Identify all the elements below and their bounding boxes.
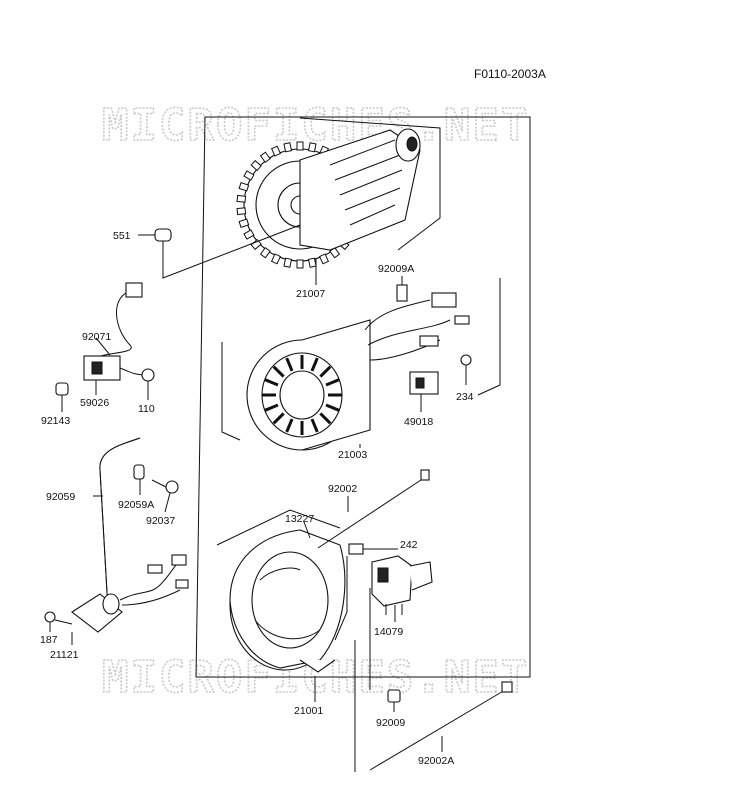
stator-slot (264, 403, 279, 412)
label-92009a: 92009A (378, 263, 414, 275)
label-234: 234 (456, 391, 474, 403)
label-59026: 59026 (80, 397, 109, 409)
stator-slot (272, 365, 285, 378)
gear-tooth (307, 257, 317, 268)
gear-tooth (243, 229, 255, 240)
gear-tooth (259, 151, 271, 163)
assembly-frame (195, 116, 531, 678)
bolt-92009a (396, 284, 408, 302)
gear-tooth (318, 253, 330, 265)
pin-551 (154, 228, 172, 242)
stator-slot (310, 418, 319, 433)
stator-slot (325, 378, 340, 387)
stator-slot (325, 403, 340, 412)
label-92143: 92143 (41, 415, 70, 427)
bolt-92002 (317, 469, 430, 549)
label-92037: 92037 (146, 515, 175, 527)
bolt-92009 (387, 689, 401, 703)
label-49018: 49018 (404, 416, 433, 428)
label-21007: 21007 (296, 288, 325, 300)
bolt-92002a (369, 681, 513, 771)
gear-tooth (296, 259, 304, 269)
label-92059: 92059 (46, 491, 75, 503)
gear-tooth (283, 142, 293, 153)
label-551: 551 (113, 230, 131, 242)
screw-242 (348, 543, 364, 555)
label-92071: 92071 (82, 331, 111, 343)
rotor-gear-assembly (236, 117, 441, 269)
screw-234 (460, 354, 472, 366)
gear-tooth (243, 170, 255, 181)
gear-tooth (296, 141, 304, 151)
label-187: 187 (40, 634, 58, 646)
gear-tooth (270, 253, 282, 265)
stator-slot (285, 418, 294, 433)
label-92002: 92002 (328, 483, 357, 495)
harness-92071 (55, 282, 155, 396)
watermark-top: MICROFICHES.NET (102, 100, 529, 151)
gear-tooth (238, 182, 250, 192)
bolt-187 (44, 611, 56, 623)
label-92059a: 92059A (118, 499, 154, 511)
label-242: 242 (400, 539, 418, 551)
lead-92059 (99, 437, 141, 611)
label-92002a: 92002A (418, 755, 454, 767)
cap-92059a (133, 464, 145, 480)
stator-slot (285, 357, 294, 372)
terminal-92037 (165, 480, 179, 494)
gear-tooth (236, 194, 247, 203)
stator-slot (319, 365, 332, 378)
bolt-110 (141, 368, 155, 382)
gear-tooth (236, 207, 247, 216)
stator-slot (310, 357, 319, 372)
stator-slot (319, 412, 332, 425)
stator-slot (264, 378, 279, 387)
stator-slot (272, 412, 285, 425)
gear-tooth (307, 142, 317, 153)
diagram-code: F0110-2003A (474, 67, 546, 81)
label-21121: 21121 (50, 649, 79, 661)
gear-tooth (259, 247, 271, 259)
stator-assembly (221, 278, 501, 451)
connector-block (431, 292, 457, 308)
gear-tooth (250, 159, 262, 172)
cap-92143 (55, 382, 69, 396)
label-13227: 13227 (285, 513, 314, 525)
ignition-coil-21121 (71, 554, 189, 633)
label-92009: 92009 (376, 717, 405, 729)
gear-tooth (238, 218, 250, 228)
gear-tooth (283, 257, 293, 268)
label-110: 110 (138, 403, 155, 415)
gear-tooth (270, 145, 282, 157)
label-21001: 21001 (294, 705, 323, 717)
label-21003: 21003 (338, 449, 367, 461)
plug-92071 (125, 282, 143, 298)
label-14079: 14079 (374, 626, 403, 638)
housing-21001 (216, 509, 348, 673)
module-14079 (371, 555, 433, 615)
